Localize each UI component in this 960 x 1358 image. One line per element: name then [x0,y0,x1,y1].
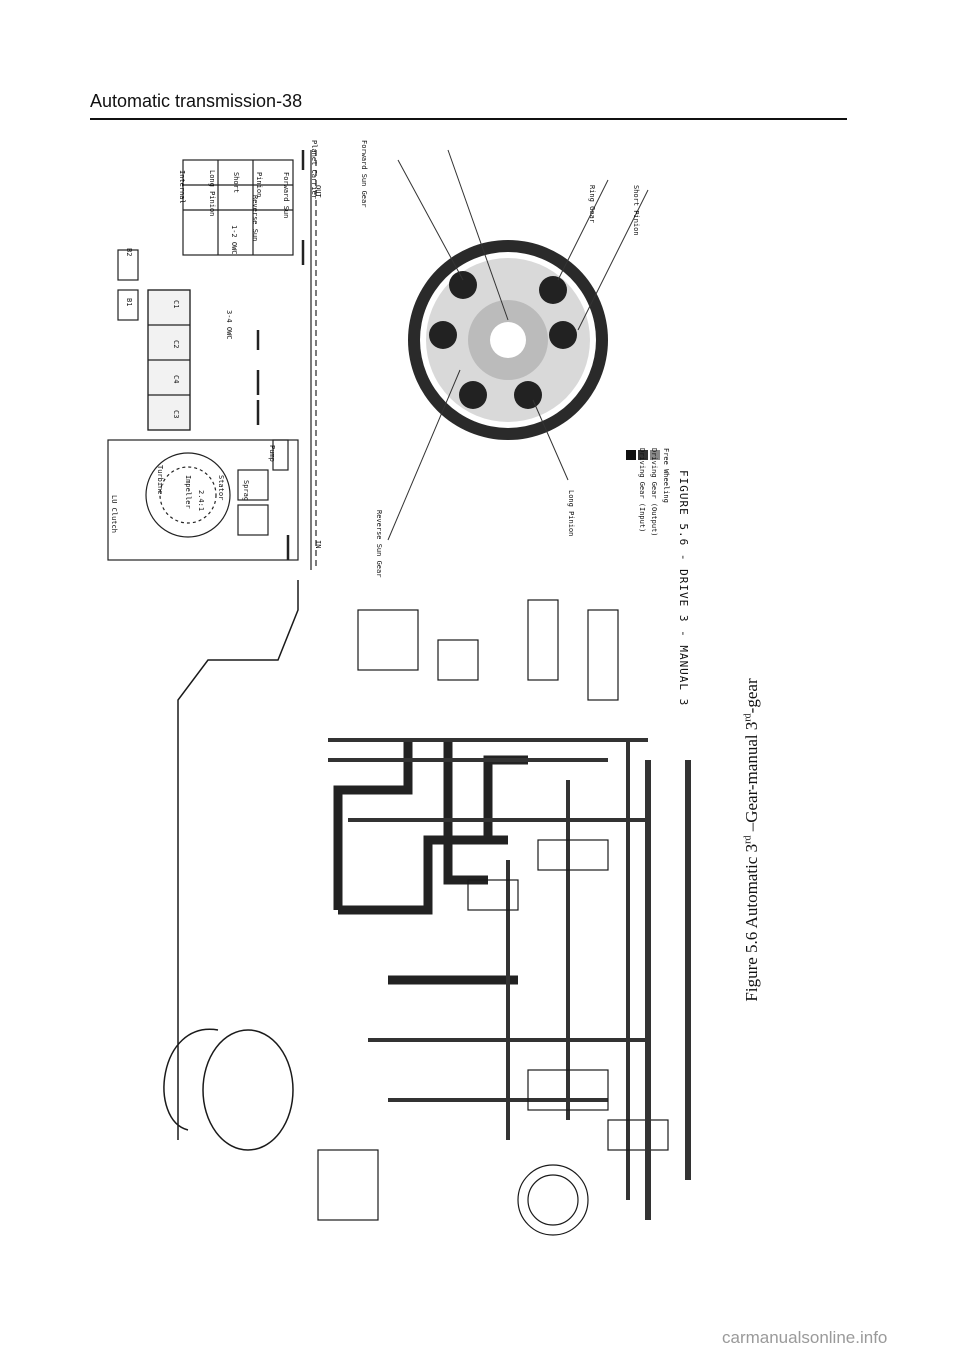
label-c4: C4 [172,375,180,384]
figure-caption: Figure 5.6 Automatic 3rd –Gear-manual 3r… [742,640,766,1040]
caption-prefix: Figure 5.6 Automatic 3 [742,843,761,1002]
label-turbine: Turbine [156,465,164,495]
label-short-pinion: Short Pinion [632,185,640,236]
label-pinion: Pinion [255,172,263,198]
label-owc-12: 1-2 OWC [230,225,238,255]
label-pump: Pump [268,445,276,462]
label-forward-sun-box: Forward Sun [282,172,290,219]
figure-internal-title: FIGURE 5.6 - DRIVE 3 - MANUAL 3 [677,470,690,707]
label-c3: C3 [172,410,180,419]
label-lu-clutch: LU Clutch [110,495,118,533]
label-short: Short [232,172,240,194]
label-b1: B1 [125,298,133,307]
legend-free: Free Wheeling [662,448,670,503]
label-owc-34: 3-4 OWC [225,310,233,340]
label-in: IN [314,540,322,549]
label-c1: C1 [172,300,180,309]
caption-sup-1: rd [742,835,754,844]
power-flow-schematic [107,150,317,570]
label-internal: Internal [178,170,186,204]
watermark: carmanualsonline.info [722,1328,888,1347]
label-reverse-sun: Reverse Sun Gear [375,510,383,578]
planetary-gear-illustration [387,149,660,541]
label-long-pinion: Long Pinion [567,490,575,537]
page-header: Automatic transmission-38 [90,86,847,120]
label-forward-sun: Forward Sun Gear [360,140,368,208]
label-ratio: 2.4:1 [197,490,205,512]
label-impeller: Impeller [184,475,192,509]
label-b2: B2 [125,248,133,257]
legend-input: Driving Gear (Input) [638,448,646,533]
label-ring-gear: Ring Gear [588,185,596,223]
label-sprag: Sprag [242,480,250,502]
caption-mid: –Gear-manual 3 [742,721,761,836]
page-header-title: Automatic transmission-38 [90,91,303,111]
label-c2: C2 [172,340,180,349]
caption-sup-2: rd [742,713,754,722]
valve-body-schematic [163,580,691,1236]
label-stator: Stator [217,475,225,501]
label-long-pinion-box: Long Pinion [208,170,216,217]
legend-output: Driving Gear (Output) [650,448,658,537]
hydraulic-diagram-figure [107,149,691,1236]
label-out: OUT [314,185,322,198]
label-reverse-sun-box: Reverse Sun [251,195,259,242]
caption-suffix: -gear [742,678,761,714]
